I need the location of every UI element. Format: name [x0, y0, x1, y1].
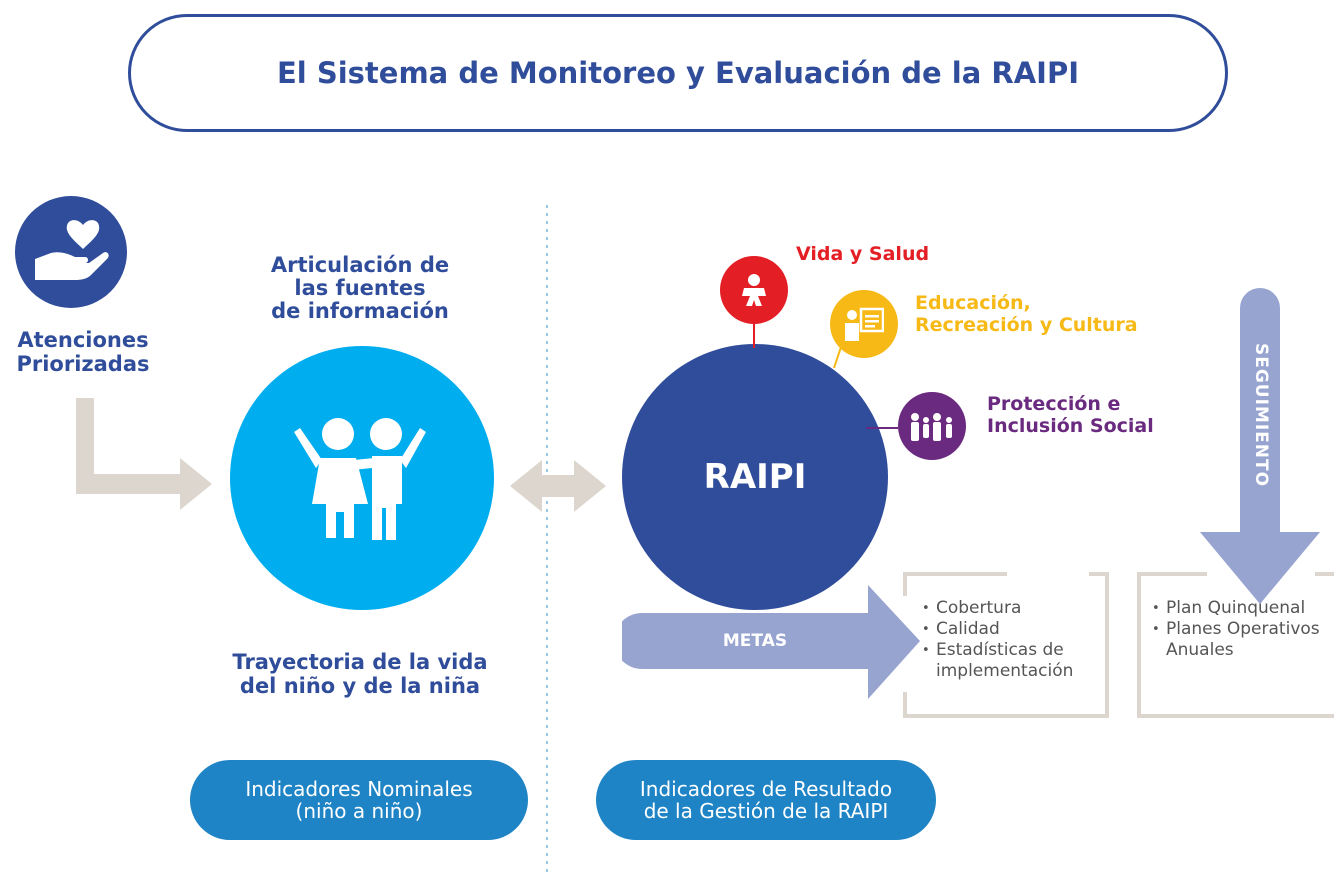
metas-item: Calidad [922, 619, 1102, 640]
indicadores-resultado-pill: Indicadores de Resultado de la Gestión d… [596, 760, 936, 840]
children-circle [230, 346, 494, 610]
beige-l-arrow [76, 398, 212, 510]
trayectoria-label: Trayectoria de la vida del niño y de la … [232, 650, 488, 698]
seguimiento-label: SEGUIMIENTO [1251, 342, 1272, 488]
proteccion-circle [898, 392, 966, 460]
baby-icon [742, 274, 766, 306]
educacion-circle [830, 290, 898, 358]
seguimiento-arrow [1200, 288, 1320, 604]
title-box: El Sistema de Monitoreo y Evaluación de … [128, 14, 1228, 132]
children-icon [294, 418, 426, 540]
proteccion-label: Protección e Inclusión Social [987, 393, 1154, 437]
indicadores-nominales-pill: Indicadores Nominales (niño a niño) [190, 760, 528, 840]
metas-item: Cobertura [922, 598, 1102, 619]
educacion-label: Educación, Recreación y Cultura [915, 292, 1138, 336]
metas-list: Cobertura Calidad Estadísticas de implem… [922, 598, 1102, 682]
diagram-title: El Sistema de Monitoreo y Evaluación de … [277, 56, 1079, 90]
seguimiento-box-frame [1137, 572, 1334, 718]
metas-box-frame [903, 572, 1109, 718]
seguimiento-item: Planes Operativos Anuales [1152, 619, 1332, 661]
atenciones-label: Atenciones Priorizadas [16, 328, 150, 376]
raipi-circle: RAIPI [622, 344, 888, 610]
family-icon [911, 413, 952, 441]
vida-salud-circle [720, 256, 788, 324]
hand-heart-icon [15, 196, 127, 308]
double-arrow [510, 460, 606, 512]
seguimiento-list: Plan Quinquenal Planes Operativos Anuale… [1152, 598, 1332, 661]
metas-item: Estadísticas de implementación [922, 640, 1102, 682]
metas-arrow [622, 585, 920, 699]
seguimiento-label-wrap: SEGUIMIENTO [1246, 300, 1276, 530]
metas-label: METAS [722, 631, 788, 651]
teacher-board-icon [845, 307, 884, 341]
seguimiento-item: Plan Quinquenal [1152, 598, 1332, 619]
vida-salud-label: Vida y Salud [796, 243, 930, 265]
dotted-divider [546, 205, 548, 873]
raipi-label: RAIPI [703, 457, 807, 497]
articulacion-label: Articulación de las fuentes de informaci… [270, 253, 450, 323]
